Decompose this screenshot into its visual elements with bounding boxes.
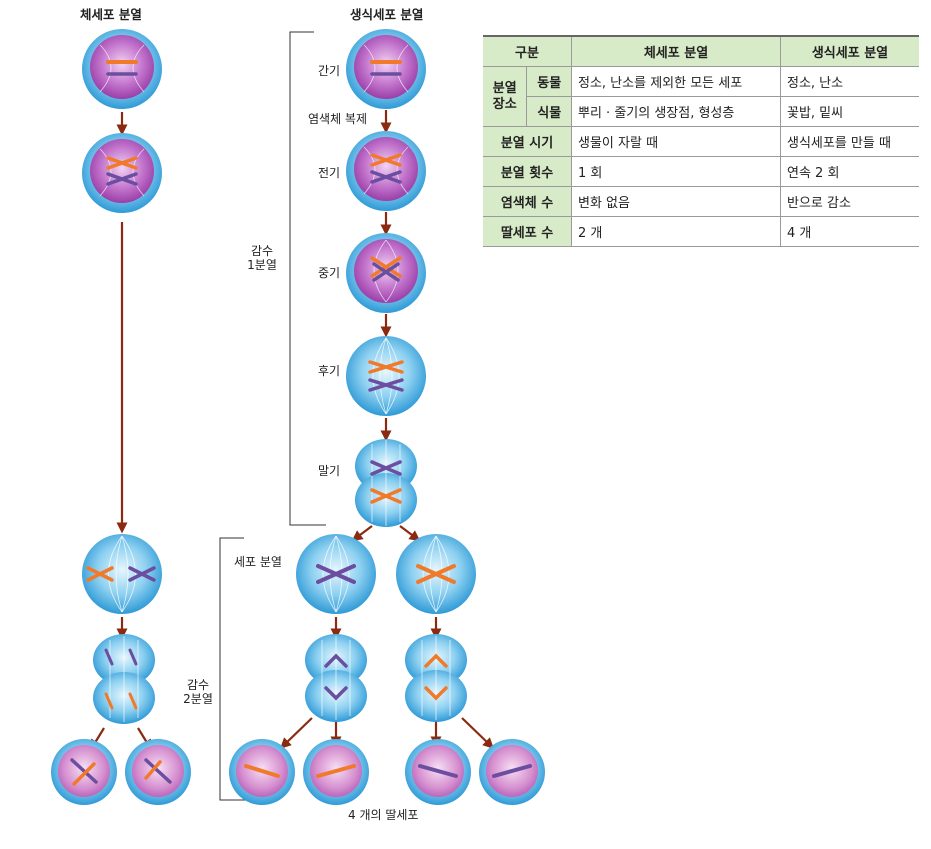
meiosis2-label-line2: 2분열 <box>183 692 213 706</box>
meiosis2-bracket <box>219 537 252 801</box>
somatic-daughter-cell <box>51 739 117 805</box>
table-row-label: 딸세포 수 <box>483 216 572 247</box>
germ-header: 생식세포 분열 <box>350 7 424 22</box>
meiosis2-label: 감수 2분열 <box>176 678 220 706</box>
meiosis1-label: 감수 1분열 <box>240 244 284 272</box>
table-row: 분열 장소 동물 정소, 난소를 제외한 모든 세포 정소, 난소 <box>483 66 919 127</box>
stage-cell-division-label: 세포 분열 <box>234 555 282 569</box>
germ-meiosis2-cell-left <box>296 534 376 614</box>
table-cell: 4 개 <box>780 216 919 247</box>
table-place-label: 분열 장소 <box>483 66 528 127</box>
meiosis2-label-line1: 감수 <box>186 678 210 692</box>
table-header-somatic: 체세포 분열 <box>571 35 781 67</box>
arrow <box>351 525 373 542</box>
table-row-label: 염색체 수 <box>483 186 572 217</box>
meiosis1-label-line2: 1분열 <box>247 258 277 272</box>
table-cell: 뿌리 · 줄기의 생장점, 형성층 <box>571 96 781 127</box>
table-row: 식물 뿌리 · 줄기의 생장점, 형성층 꽃밥, 밑씨 <box>483 96 919 127</box>
germ-daughter-cell <box>303 739 369 805</box>
germ-anaphase-cell <box>346 336 426 416</box>
table-place-label-line2: 장소 <box>492 96 517 112</box>
meiosis1-bracket <box>289 31 326 526</box>
table-cell: 생식세포를 만들 때 <box>780 126 919 157</box>
somatic-telophase-cell <box>93 634 155 724</box>
germ-daughter-cell <box>229 739 295 805</box>
arrow <box>399 525 421 542</box>
germ-metaphase-cell <box>346 233 426 313</box>
table-sub-label: 식물 <box>526 96 572 127</box>
table-cell: 변화 없음 <box>571 186 781 217</box>
table-header-category: 구분 <box>483 35 572 67</box>
table-header-germ: 생식세포 분열 <box>780 35 919 67</box>
stage-prophase-label: 전기 <box>318 166 341 180</box>
table-cell: 연속 2 회 <box>780 156 919 187</box>
stage-interphase-label: 간기 <box>318 64 341 78</box>
table-header-row: 구분 체세포 분열 생식세포 분열 <box>483 35 919 67</box>
table-cell: 정소, 난소를 제외한 모든 세포 <box>571 66 781 97</box>
arrow <box>280 717 313 749</box>
germ-interphase-cell <box>346 29 426 109</box>
germ-telophase-cell <box>355 439 417 527</box>
table-cell: 2 개 <box>571 216 781 247</box>
stage-anaphase-label: 후기 <box>318 364 341 378</box>
germ-daughter-cell <box>479 739 545 805</box>
stage-telophase-label: 말기 <box>318 464 341 478</box>
table-cell: 반으로 감소 <box>780 186 919 217</box>
table-row: 염색체 수 변화 없음 반으로 감소 <box>483 186 919 217</box>
table-cell: 생물이 자랄 때 <box>571 126 781 157</box>
comparison-table: 구분 체세포 분열 생식세포 분열 분열 장소 동물 정소, 난소를 제외한 모… <box>483 35 919 247</box>
germ-daughter-cell <box>405 739 471 805</box>
somatic-header: 체세포 분열 <box>80 7 142 22</box>
somatic-daughter-cell <box>125 739 191 805</box>
table-cell: 1 회 <box>571 156 781 187</box>
germ-meiosis2-telophase-left <box>305 634 367 722</box>
daughter-cells-caption: 4 개의 딸세포 <box>348 808 419 822</box>
table-row: 분열 시기 생물이 자랄 때 생식세포를 만들 때 <box>483 126 919 157</box>
table-row: 분열 횟수 1 회 연속 2 회 <box>483 156 919 187</box>
stage-replication-label: 염색체 복제 <box>308 112 368 126</box>
germ-meiosis2-telophase-right <box>405 634 467 722</box>
table-row-label: 분열 시기 <box>483 126 572 157</box>
table-row: 딸세포 수 2 개 4 개 <box>483 216 919 247</box>
table-place-label-line1: 분열 <box>492 80 517 96</box>
arrow <box>461 717 494 749</box>
stage-metaphase-label: 중기 <box>318 266 341 280</box>
table-cell: 정소, 난소 <box>780 66 919 97</box>
germ-prophase-cell <box>346 131 426 211</box>
table-sub-label: 동물 <box>526 66 572 97</box>
somatic-interphase-cell <box>82 29 162 109</box>
somatic-prophase-cell <box>82 133 162 213</box>
somatic-metaphase-cell <box>82 534 162 614</box>
germ-meiosis2-cell-right <box>396 534 476 614</box>
table-cell: 꽃밥, 밑씨 <box>780 96 919 127</box>
meiosis1-label-line1: 감수 <box>250 244 274 258</box>
table-row-label: 분열 횟수 <box>483 156 572 187</box>
